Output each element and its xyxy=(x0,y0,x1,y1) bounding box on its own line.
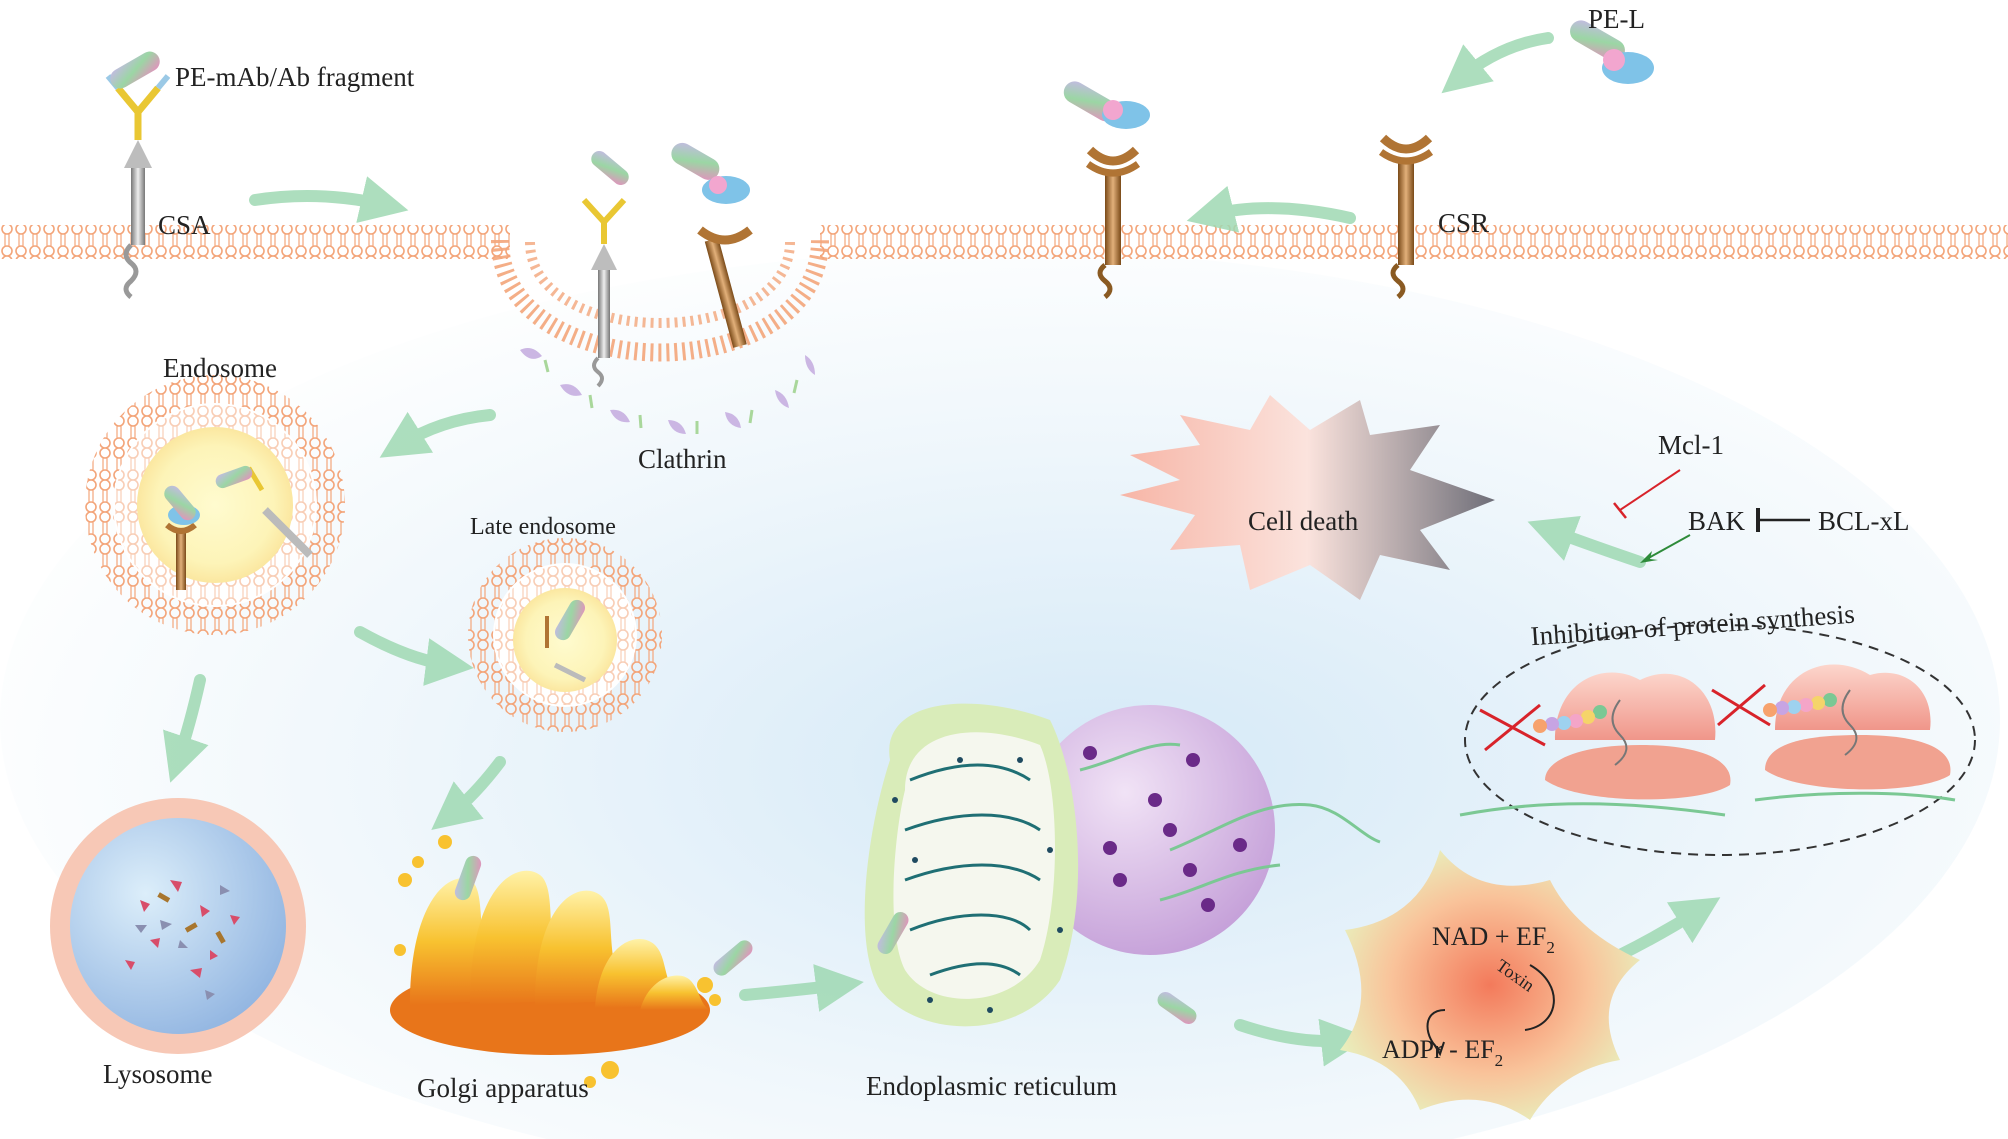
csa-receptor-pit xyxy=(581,151,629,388)
label-late-endosome: Late endosome xyxy=(470,514,616,540)
label-clathrin: Clathrin xyxy=(638,444,727,474)
label-lysosome: Lysosome xyxy=(103,1059,213,1089)
label-golgi: Golgi apparatus xyxy=(417,1073,589,1103)
cell-death-burst xyxy=(1120,395,1495,600)
endosome xyxy=(85,375,345,635)
lysosome xyxy=(50,798,306,1054)
label-er: Endoplasmic reticulum xyxy=(866,1071,1117,1101)
label-pe-mab: PE-mAb/Ab fragment xyxy=(175,62,415,92)
label-endosome: Endosome xyxy=(163,353,277,383)
label-mcl1: Mcl-1 xyxy=(1658,430,1724,460)
adp-ribosylation-star xyxy=(1340,850,1640,1120)
label-nad-ef2: NAD + EF2 xyxy=(1432,922,1555,957)
late-endosome xyxy=(468,538,662,732)
csr-receptor-pit xyxy=(671,142,753,348)
pe-l-ligand xyxy=(1570,20,1654,84)
inhibition-panel xyxy=(1459,624,1976,856)
csr-receptor-bound xyxy=(1063,81,1150,299)
label-csr: CSR xyxy=(1438,208,1489,238)
clathrin-coat xyxy=(520,348,815,434)
peptide-chain-1 xyxy=(1533,705,1607,733)
peptide-chain-2 xyxy=(1763,693,1837,717)
label-bclxl: BCL-xL xyxy=(1818,506,1910,536)
label-bak: BAK xyxy=(1688,506,1746,536)
regulation-arrows xyxy=(1613,469,1810,563)
golgi-apparatus xyxy=(390,835,753,1088)
csr-receptor-free xyxy=(1378,134,1434,299)
label-adpr-ef2: ADPr - EF2 xyxy=(1382,1035,1503,1070)
label-cell-death: Cell death xyxy=(1248,506,1359,536)
csa-receptor-left xyxy=(105,51,171,299)
label-csa: CSA xyxy=(158,210,211,240)
label-pe-l: PE-L xyxy=(1588,4,1645,34)
pathway-arrows xyxy=(163,32,1721,1067)
endoplasmic-reticulum xyxy=(864,703,1381,1027)
